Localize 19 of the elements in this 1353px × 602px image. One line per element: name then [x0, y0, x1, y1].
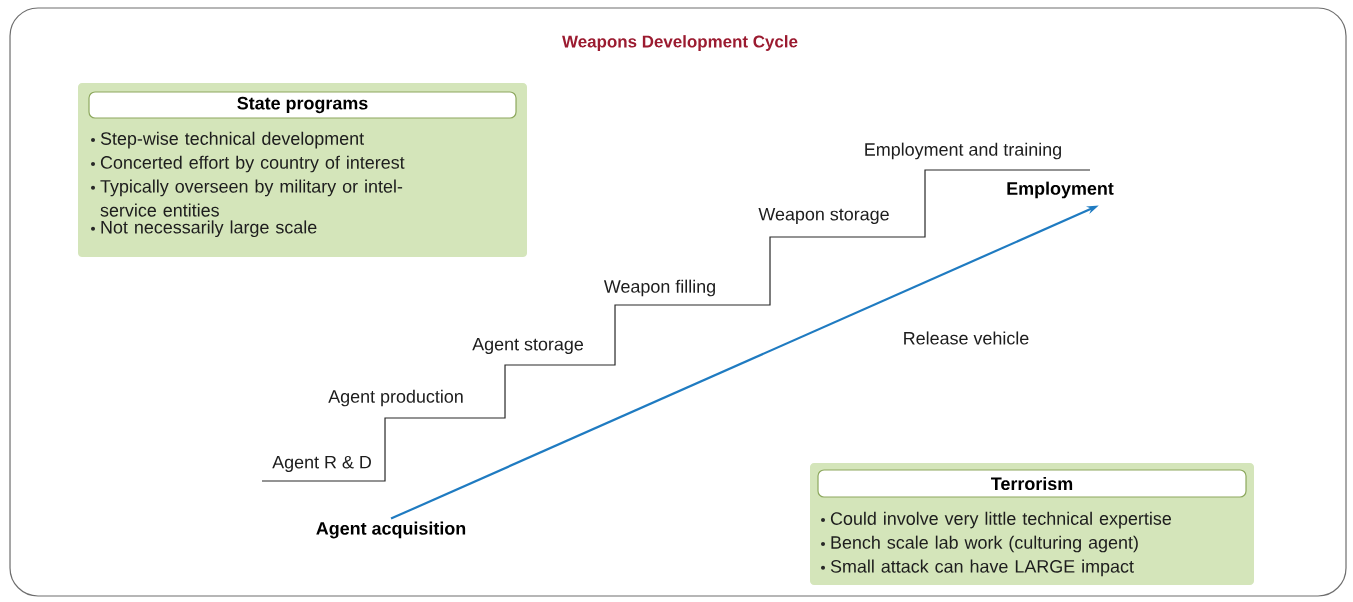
bullet-item: Step-wise technical development — [91, 131, 364, 149]
step-label: Agent storage — [472, 337, 583, 354]
step-label: Weapon filling — [603, 279, 715, 297]
step-label: Weapon storage — [758, 207, 889, 224]
step-label: Agent R & D — [272, 455, 371, 473]
bullet-item: Not necessarily large scale — [91, 220, 317, 238]
title: Weapons Development Cycle — [562, 35, 798, 51]
stage-label: Employment — [1007, 181, 1114, 199]
header-box: State programs — [88, 91, 517, 119]
step-label: Agent production — [328, 389, 463, 407]
bullet-item: Concerted effort by country of interest — [91, 155, 405, 173]
header-box: Terrorism — [817, 469, 1247, 498]
bullet-item: Could involve very little technical expertise — [821, 511, 1171, 529]
bullet-item: Small attack can have LARGE impact — [821, 559, 1134, 577]
step-label: Employment and training — [865, 142, 1061, 160]
step-label: Release vehicle — [904, 331, 1029, 345]
bullet-item: Typically overseen by military or intel-service entities — [91, 179, 403, 217]
bullet-item: Bench scale lab work (culturing agent) — [821, 535, 1138, 553]
stage-label: Agent acquisition — [316, 521, 466, 539]
